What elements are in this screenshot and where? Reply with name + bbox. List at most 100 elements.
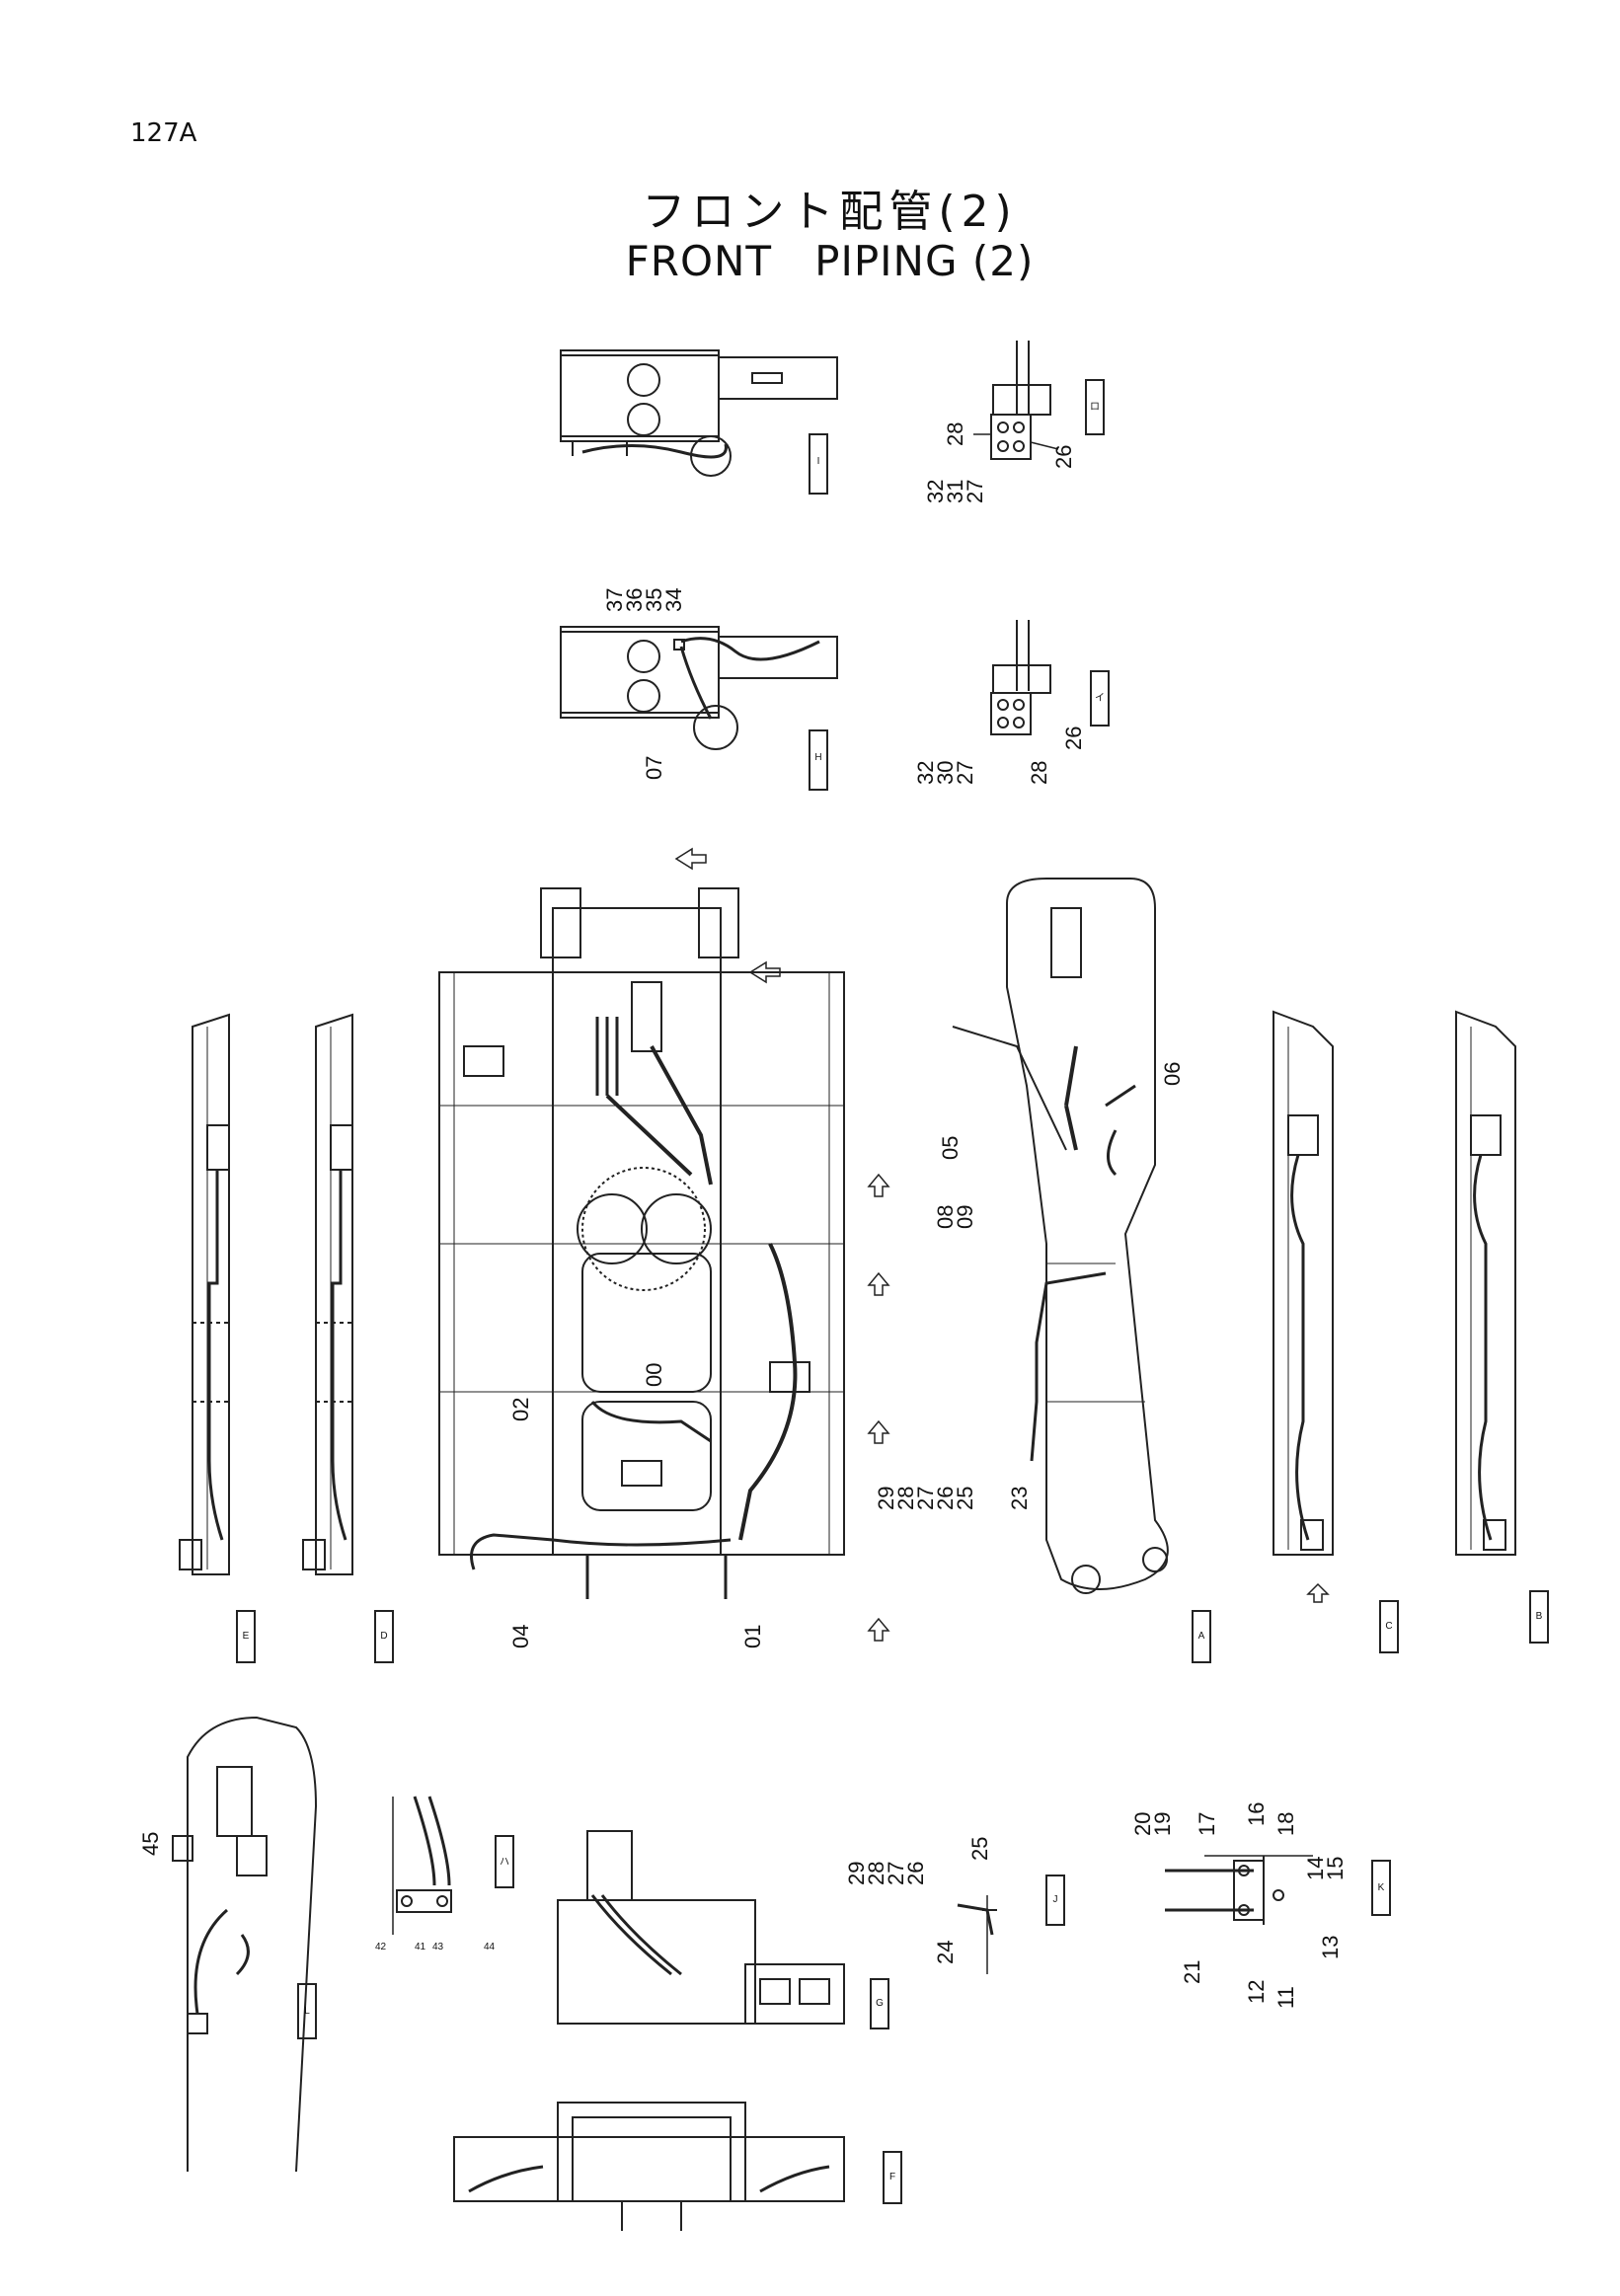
part-label: 27 bbox=[884, 1862, 908, 1885]
view-letter-i-kana: イ bbox=[1095, 693, 1105, 704]
part-label: 13 bbox=[1318, 1936, 1343, 1959]
part-label: 25 bbox=[967, 1837, 992, 1861]
part-label: 43 bbox=[432, 1942, 444, 1952]
view-i-kana-part-labels: 32 30 27 28 26 bbox=[913, 727, 1086, 785]
part-label: 29 bbox=[844, 1862, 869, 1885]
main-frame-part-labels: 02 00 04 01 bbox=[508, 1363, 765, 1648]
part-label: 16 bbox=[1244, 1802, 1269, 1826]
view-h-drawing bbox=[560, 626, 838, 750]
part-label: 05 bbox=[938, 1136, 963, 1160]
part-label: 25 bbox=[953, 1487, 977, 1510]
view-label-i-kana: イ bbox=[1090, 670, 1110, 727]
view-i-kana-drawing bbox=[990, 620, 1051, 735]
view-label-L: L bbox=[297, 1983, 317, 2039]
view-ha-part-labels: 42 41 43 44 bbox=[375, 1942, 496, 1952]
part-label: 20 bbox=[1130, 1812, 1155, 1836]
view-letter-D: D bbox=[380, 1631, 387, 1642]
view-ro-drawing bbox=[973, 341, 1059, 460]
view-letter-C: C bbox=[1385, 1621, 1392, 1632]
part-label: 34 bbox=[661, 588, 686, 612]
view-letter-H: H bbox=[814, 752, 821, 763]
view-ha-drawing bbox=[392, 1796, 452, 1935]
view-l-drawing bbox=[172, 1716, 318, 2173]
view-label-G: G bbox=[870, 1978, 889, 2029]
page-title-english: FRONT PIPING (2) bbox=[625, 237, 1035, 285]
view-letter-ro: ロ bbox=[1090, 402, 1100, 413]
view-label-J: J bbox=[1045, 1875, 1065, 1926]
view-label-H: H bbox=[809, 729, 828, 791]
part-label: 04 bbox=[508, 1625, 533, 1648]
view-letter-J: J bbox=[1053, 1894, 1058, 1905]
view-a-drawing bbox=[952, 878, 1169, 1594]
view-k-drawing bbox=[1165, 1855, 1313, 1925]
view-e-drawing bbox=[179, 1013, 230, 1575]
part-label: 24 bbox=[933, 1941, 958, 1964]
view-label-I: I bbox=[809, 433, 828, 495]
part-label: 35 bbox=[642, 588, 666, 612]
part-label: 28 bbox=[943, 422, 967, 446]
part-label: 26 bbox=[1051, 445, 1076, 469]
part-label: 27 bbox=[963, 480, 987, 503]
view-letter-ha: ハ bbox=[500, 1857, 509, 1868]
view-letter-G: G bbox=[876, 1998, 884, 2009]
part-label: 27 bbox=[953, 761, 977, 785]
view-letter-E: E bbox=[243, 1631, 250, 1642]
view-b-drawing bbox=[1455, 1010, 1516, 1556]
part-label: 28 bbox=[1027, 761, 1051, 785]
part-label: 07 bbox=[642, 756, 666, 780]
view-letter-A: A bbox=[1198, 1631, 1205, 1642]
part-label: 31 bbox=[943, 480, 967, 503]
view-letter-K: K bbox=[1378, 1882, 1385, 1893]
part-label: 26 bbox=[1061, 727, 1086, 750]
view-label-K: K bbox=[1371, 1860, 1391, 1916]
view-c-drawing bbox=[1273, 1010, 1334, 1603]
part-label: 41 bbox=[415, 1942, 426, 1952]
part-label: 14 bbox=[1303, 1857, 1328, 1880]
part-label: 21 bbox=[1180, 1960, 1204, 1984]
view-label-D: D bbox=[374, 1610, 394, 1663]
part-label: 09 bbox=[953, 1205, 977, 1229]
part-label: 08 bbox=[933, 1205, 958, 1229]
view-i-drawing bbox=[560, 349, 838, 477]
view-letter-B: B bbox=[1536, 1611, 1543, 1622]
part-label: 26 bbox=[903, 1862, 928, 1885]
page-title-japanese: フロント配管(2) bbox=[642, 187, 1018, 237]
view-h-part-labels: 37 36 35 34 07 bbox=[602, 588, 686, 780]
part-label: 15 bbox=[1323, 1857, 1348, 1880]
part-label: 32 bbox=[913, 761, 938, 785]
view-letter-L: L bbox=[304, 2006, 310, 2017]
view-a-part-labels: 05 06 08 09 29 28 27 26 25 23 bbox=[874, 1062, 1185, 1510]
part-label: 30 bbox=[933, 761, 958, 785]
view-label-F: F bbox=[883, 2151, 902, 2204]
part-label: 23 bbox=[1007, 1487, 1032, 1510]
view-label-A: A bbox=[1192, 1610, 1211, 1663]
view-label-B: B bbox=[1529, 1590, 1549, 1644]
part-label: 29 bbox=[874, 1487, 898, 1510]
part-label: 45 bbox=[138, 1832, 163, 1856]
view-label-E: E bbox=[236, 1610, 256, 1663]
part-label: 17 bbox=[1195, 1812, 1219, 1836]
main-frame-drawing bbox=[438, 847, 890, 1642]
view-g-drawing bbox=[557, 1830, 845, 2025]
page-number: 127A bbox=[130, 118, 197, 148]
view-letter-F: F bbox=[889, 2172, 895, 2182]
part-label: 11 bbox=[1273, 1986, 1298, 2009]
part-label: 27 bbox=[913, 1487, 938, 1510]
part-label: 01 bbox=[740, 1625, 765, 1648]
part-label: 19 bbox=[1150, 1812, 1175, 1836]
part-label: 42 bbox=[375, 1942, 387, 1952]
view-k-part-labels: 20 19 17 16 18 14 15 21 12 11 13 bbox=[1130, 1802, 1348, 2009]
part-label: 44 bbox=[484, 1942, 496, 1952]
view-f-drawing bbox=[453, 2102, 845, 2231]
view-label-ro: ロ bbox=[1085, 379, 1105, 435]
part-label: 32 bbox=[923, 480, 948, 503]
part-label: 28 bbox=[864, 1862, 888, 1885]
view-j-part-labels: 29 28 27 26 25 24 bbox=[844, 1837, 992, 1964]
view-d-drawing bbox=[302, 1013, 353, 1575]
part-label: 00 bbox=[642, 1363, 666, 1387]
part-label: 02 bbox=[508, 1398, 533, 1421]
view-letter-I: I bbox=[817, 456, 820, 467]
part-label: 28 bbox=[893, 1487, 918, 1510]
part-label: 06 bbox=[1160, 1062, 1185, 1086]
